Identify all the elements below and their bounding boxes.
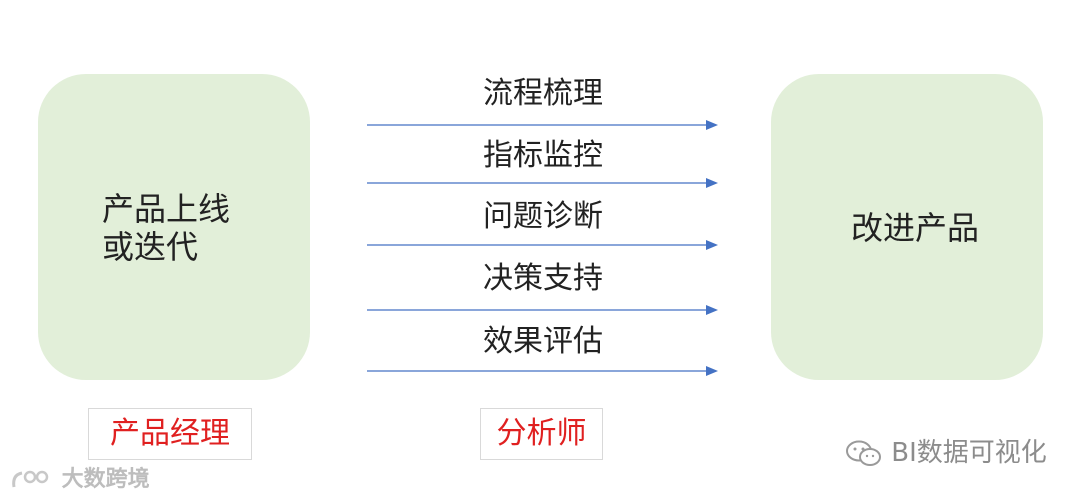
watermark-right: BI数据可视化 <box>845 432 1047 469</box>
arrow-process-head <box>706 120 718 130</box>
watermark-logo-icon <box>12 470 49 488</box>
product-launch-box <box>38 74 310 380</box>
watermark-right-text: BI数据可视化 <box>891 438 1047 468</box>
step-label-decision: 决策支持 <box>483 261 603 296</box>
step-label-process: 流程梳理 <box>483 76 603 111</box>
role-product-manager: 产品经理 <box>88 408 252 460</box>
arrow-diagnosis-head <box>706 240 718 250</box>
step-label-monitoring: 指标监控 <box>483 138 603 173</box>
arrow-decision-head <box>706 305 718 315</box>
watermark-left: 大数跨境 <box>10 461 150 493</box>
wechat-icon <box>846 440 881 466</box>
arrow-evaluation-head <box>706 366 718 376</box>
role-analyst: 分析师 <box>480 408 603 460</box>
product-launch-label-line2: 或迭代 <box>102 228 199 266</box>
step-label-evaluation: 效果评估 <box>483 324 603 359</box>
improve-product-label: 改进产品 <box>851 209 980 247</box>
product-launch-label-line1: 产品上线 <box>102 190 231 228</box>
improve-product-box <box>771 74 1043 380</box>
arrow-monitoring-head <box>706 178 718 188</box>
watermark-left-text: 大数跨境 <box>61 467 150 492</box>
step-label-diagnosis: 问题诊断 <box>483 199 603 234</box>
